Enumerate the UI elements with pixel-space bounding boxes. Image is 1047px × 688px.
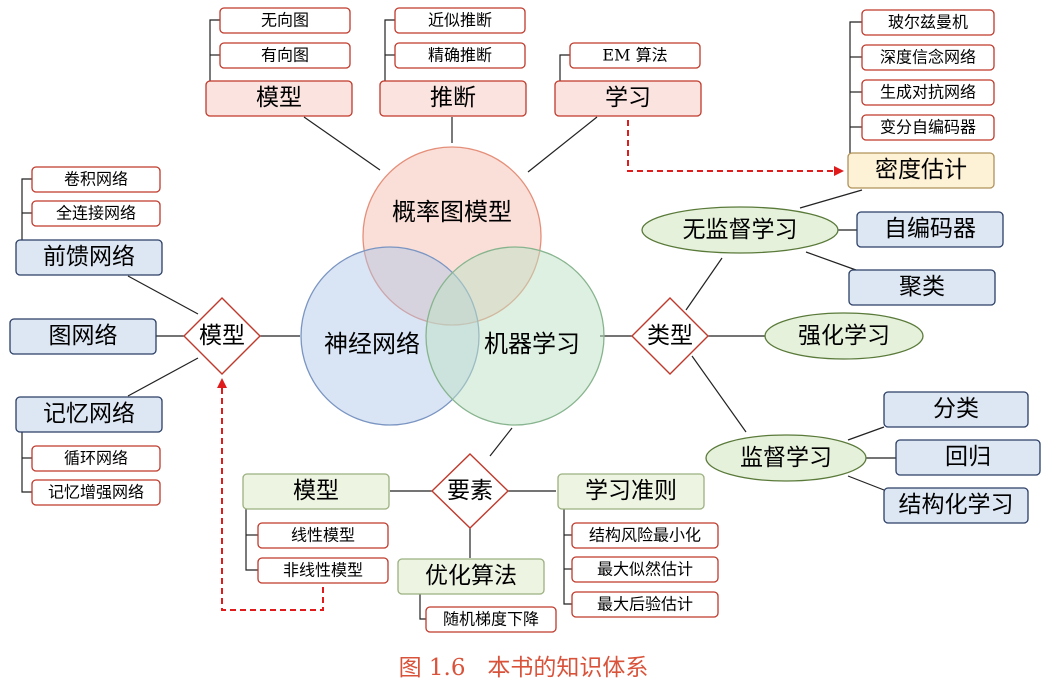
pgm-inference-label: 推断	[430, 85, 476, 111]
vae-label: 变分自编码器	[880, 118, 976, 137]
ml-circle-label: 机器学习	[484, 330, 580, 358]
optimization-algorithm-label: 优化算法	[425, 563, 517, 589]
memory-augmented-label: 记忆增强网络	[48, 483, 144, 502]
figure-title: 本书的知识体系	[487, 655, 649, 681]
connector-lines	[21, 19, 896, 620]
figure-number: 图 1.6	[398, 655, 466, 681]
nn-model-diamond: 模型	[183, 297, 261, 375]
exact-inference-label: 精确推断	[428, 46, 492, 65]
autoencoder-label: 自编码器	[884, 216, 976, 242]
directed-graph-label: 有向图	[261, 46, 309, 65]
nn-memory-group: 记忆网络 循环网络 记忆增强网络	[15, 396, 163, 506]
dashed-arrows	[217, 120, 844, 611]
density-estimation-group: 玻尔兹曼机 深度信念网络 生成对抗网络 变分自编码器 密度估计	[847, 9, 995, 189]
classification-label: 分类	[933, 396, 979, 422]
cnn-label: 卷积网络	[64, 170, 128, 189]
ml-types-label: 类型	[647, 323, 693, 349]
supervised-group: 监督学习 分类 回归 结构化学习	[705, 391, 1041, 524]
rnn-label: 循环网络	[64, 449, 128, 468]
deep-belief-network-label: 深度信念网络	[880, 48, 976, 67]
elements-model-label: 模型	[293, 478, 339, 504]
structured-learning-label: 结构化学习	[899, 492, 1014, 518]
supervised-learning-label: 监督学习	[740, 445, 832, 471]
figure-caption: 图 1.6 本书的知识体系	[0, 648, 1047, 682]
em-algorithm-label: EM 算法	[602, 46, 667, 65]
regression-label: 回归	[945, 444, 991, 470]
knowledge-system-diagram: 概率图模型 神经网络 机器学习 无向图 有向图 模型 近似推断 精确推断 推断 …	[9, 7, 1041, 633]
reinforcement-learning-label: 强化学习	[798, 323, 890, 349]
ml-circle	[425, 246, 605, 426]
nn-circle-label: 神经网络	[324, 330, 420, 358]
feedforward-network-label: 前馈网络	[43, 244, 135, 270]
unsupervised-group: 无监督学习 自编码器 聚类	[641, 206, 1004, 306]
criterion-group: 学习准则 结构风险最小化 最大似然估计 最大后验估计	[557, 473, 719, 618]
undirected-graph-label: 无向图	[261, 11, 309, 30]
pgm-learning-label: 学习	[605, 85, 651, 111]
learning-to-density-arrow	[627, 120, 844, 176]
nonlinear-model-label: 非线性模型	[283, 561, 363, 580]
elements-label: 要素	[447, 478, 493, 504]
pgm-model-group: 无向图 有向图 模型	[205, 7, 353, 117]
approx-inference-label: 近似推断	[428, 11, 492, 30]
srm-label: 结构风险最小化	[589, 526, 701, 545]
memory-network-label: 记忆网络	[43, 401, 135, 427]
mle-label: 最大似然估计	[597, 560, 693, 579]
sgd-label: 随机梯度下降	[443, 610, 539, 629]
nn-model-label: 模型	[199, 323, 245, 349]
linear-model-label: 线性模型	[291, 526, 355, 545]
pgm-model-label: 模型	[256, 85, 302, 111]
optimization-group: 优化算法 随机梯度下降	[397, 558, 557, 633]
pgm-circle-label: 概率图模型	[392, 198, 512, 226]
pgm-inference-group: 近似推断 精确推断 推断	[379, 7, 527, 117]
pgm-learning-group: EM 算法 学习	[554, 42, 702, 117]
elements-model-group: 模型 线性模型 非线性模型	[242, 473, 390, 584]
boltzmann-machine-label: 玻尔兹曼机	[888, 13, 968, 32]
reinforcement-group: 强化学习	[764, 312, 924, 360]
nn-feedforward-group: 卷积网络 全连接网络 前馈网络	[15, 166, 163, 276]
venn-circles: 概率图模型 神经网络 机器学习	[300, 146, 605, 426]
fully-connected-label: 全连接网络	[56, 204, 136, 223]
unsupervised-learning-label: 无监督学习	[683, 217, 798, 243]
density-estimation-label: 密度估计	[875, 157, 967, 183]
learning-criterion-label: 学习准则	[585, 478, 677, 504]
nn-graph-group: 图网络	[9, 318, 157, 355]
map-label: 最大后验估计	[597, 595, 693, 614]
clustering-label: 聚类	[899, 274, 945, 300]
ml-types-diamond: 类型	[631, 297, 709, 375]
elements-diamond: 要素	[430, 453, 510, 529]
gan-label: 生成对抗网络	[880, 83, 976, 102]
graph-network-label: 图网络	[49, 323, 118, 349]
nonlinear-to-nn-model-arrow	[217, 378, 324, 611]
